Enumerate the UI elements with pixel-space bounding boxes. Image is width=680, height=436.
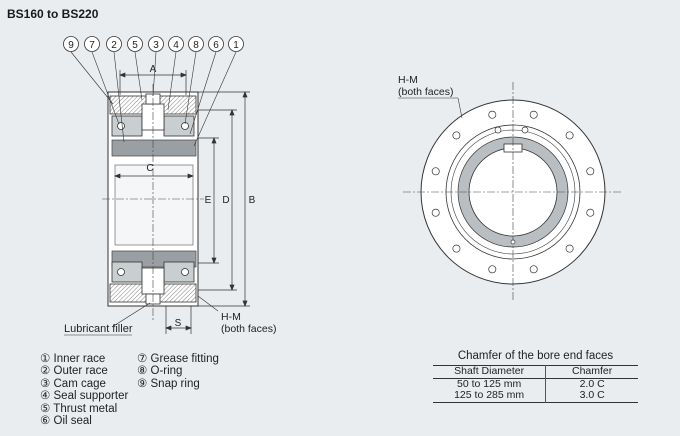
lubricant-filler-label: Lubricant filler — [64, 323, 133, 335]
legend-column-2: ⑦ Grease fitting ⑧ O-ring ⑨ Snap ring — [137, 353, 219, 390]
bolt-hole — [586, 208, 595, 217]
bolt-hole — [431, 208, 440, 217]
callout-3: 3 — [148, 36, 164, 52]
table-header-row: Shaft Diameter Chamfer — [433, 365, 638, 378]
cell-shaft-diameter: 125 to 285 mm — [433, 389, 547, 402]
svg-text:6: 6 — [213, 40, 219, 51]
svg-text:3: 3 — [153, 40, 159, 51]
bolt-hole — [488, 265, 497, 274]
bolt-hole — [452, 131, 461, 140]
header-shaft-diameter: Shaft Diameter — [433, 365, 547, 378]
legend-item-o-ring: ⑧ O-ring — [137, 365, 183, 378]
legend-item-cam-cage: ③ Cam cage — [40, 377, 106, 390]
callout-2: 2 — [106, 36, 122, 52]
bolt-hole — [565, 244, 574, 253]
callout-8: 8 — [188, 36, 204, 52]
hm-left-line1: H-M — [221, 311, 241, 323]
callout-leaders — [70, 51, 237, 328]
dim-S: S — [175, 318, 182, 329]
svg-text:8: 8 — [193, 40, 199, 51]
bolt-hole — [565, 131, 574, 140]
legend-item-seal-supporter: ④ Seal supporter — [40, 390, 129, 403]
callout-9: 9 — [63, 36, 79, 52]
svg-text:5: 5 — [132, 40, 138, 51]
front-view — [403, 82, 623, 302]
table-row: 125 to 285 mm 3.0 C — [433, 389, 638, 402]
callout-6: 6 — [208, 36, 224, 52]
bolt-hole — [586, 167, 595, 176]
legend-item-grease-fitting: ⑦ Grease fitting — [137, 353, 219, 365]
dim-B: B — [249, 195, 256, 206]
callout-circles: 9 7 2 5 3 4 8 6 1 — [63, 36, 244, 52]
chamfer-table-caption: Chamfer of the bore end faces — [457, 350, 614, 362]
cell-shaft-diameter: 50 to 125 mm — [433, 378, 547, 390]
svg-text:4: 4 — [173, 40, 179, 51]
dim-E: E — [205, 195, 212, 206]
bolt-hole — [529, 265, 538, 274]
hm-left-line2: (both faces) — [221, 323, 276, 335]
dim-A: A — [150, 64, 157, 75]
legend-item-outer-race: ② Outer race — [40, 365, 108, 378]
chamfer-table: Chamfer of the bore end faces Shaft Diam… — [433, 350, 638, 403]
page-title: BS160 to BS220 — [7, 7, 99, 21]
cell-chamfer: 3.0 C — [579, 389, 605, 401]
legend-item-oil-seal: ⑥ Oil seal — [40, 415, 92, 428]
legend-item-inner-race: ① Inner race — [40, 353, 106, 365]
dim-C: C — [146, 163, 153, 174]
legend-item-snap-ring: ⑨ Snap ring — [137, 377, 200, 390]
svg-text:9: 9 — [68, 40, 74, 51]
svg-text:2: 2 — [111, 40, 117, 51]
cell-chamfer: 2.0 C — [579, 377, 605, 390]
callout-7: 7 — [84, 36, 100, 52]
hm-right-line2: (both faces) — [398, 86, 453, 98]
hm-right-line1: H-M — [398, 74, 418, 86]
svg-text:1: 1 — [233, 40, 239, 51]
dimension-lines — [114, 70, 250, 334]
svg-text:7: 7 — [89, 40, 95, 51]
table-row: 50 to 125 mm 2.0 C — [433, 378, 638, 390]
bolt-hole — [452, 244, 461, 253]
bolt-hole — [529, 110, 538, 119]
dim-D: D — [222, 195, 229, 206]
cross-section-view — [102, 84, 204, 320]
dimension-labels: A C E D B S — [146, 64, 255, 329]
callout-5: 5 — [127, 36, 143, 52]
bolt-hole — [431, 167, 440, 176]
callout-1: 1 — [228, 36, 244, 52]
legend-item-thrust-metal: ⑤ Thrust metal — [40, 402, 118, 415]
legend-column-1: ① Inner race ② Outer race ③ Cam cage ④ S… — [40, 353, 128, 427]
header-chamfer: Chamfer — [571, 365, 613, 377]
callout-4: 4 — [168, 36, 184, 52]
bolt-hole — [488, 110, 497, 119]
